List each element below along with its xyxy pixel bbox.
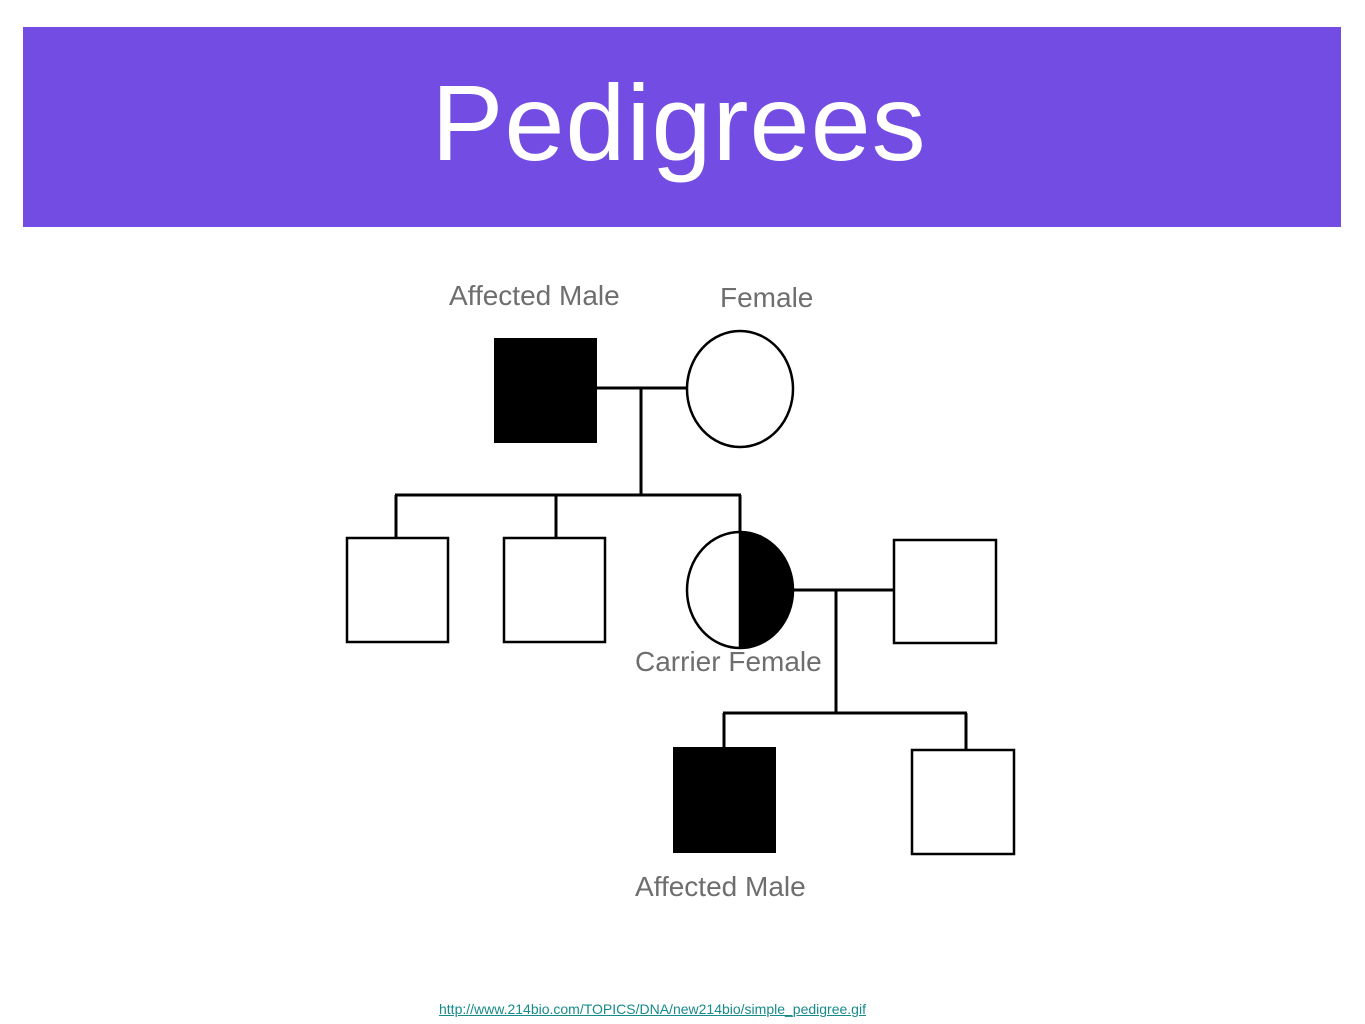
source-link[interactable]: http://www.214bio.com/TOPICS/DNA/new214b… — [439, 1001, 866, 1017]
label-carrier-female: Carrier Female — [635, 646, 822, 677]
unaffected-male-symbol — [910, 748, 1016, 856]
unaffected-male-symbol — [892, 538, 998, 645]
label-affected-male-top: Affected Male — [449, 280, 620, 311]
slide-title: Pedigrees — [431, 62, 927, 183]
unaffected-male-symbol — [345, 536, 450, 644]
affected-male-symbol — [673, 747, 776, 853]
pedigree-lines — [394, 386, 968, 750]
unaffected-male-symbol — [502, 536, 607, 644]
affected-male-symbol — [494, 338, 597, 443]
label-affected-male-bottom: Affected Male — [635, 871, 806, 902]
title-bar: Pedigrees — [23, 27, 1341, 227]
carrier-female-symbol — [685, 530, 795, 650]
label-female: Female — [720, 282, 814, 313]
female-symbol — [685, 329, 795, 449]
